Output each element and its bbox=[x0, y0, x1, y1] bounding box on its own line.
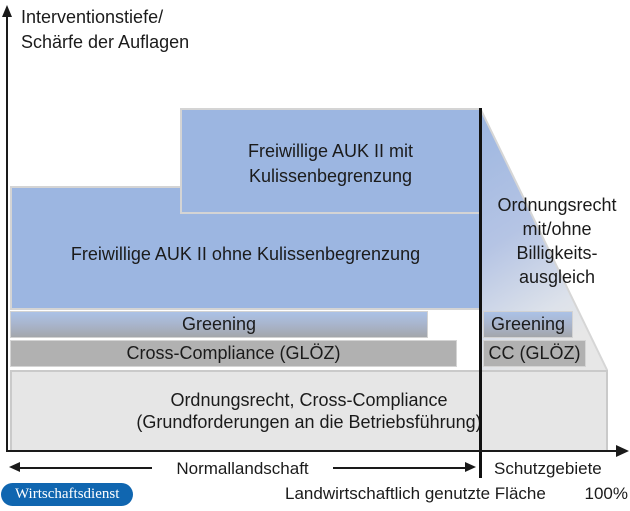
label-normallandschaft: Normallandschaft bbox=[176, 459, 309, 478]
ordnungsrecht-gradient-triangle bbox=[481, 110, 608, 372]
badge-wirtschaftsdienst: Wirtschaftsdienst bbox=[1, 483, 134, 506]
auk-ohne-label: Freiwillige AUK II ohne Kulissenbegrenzu… bbox=[70, 243, 421, 264]
ordnungsrecht-line3: Billigkeits- bbox=[516, 243, 598, 263]
y-axis-label: Interventionstiefe/ Schärfe der Auflagen bbox=[21, 5, 189, 55]
auk-mit-label-line2: Kulissenbegrenzung bbox=[248, 166, 413, 186]
bar-cross-compliance-left: Cross-Compliance (GLÖZ) bbox=[10, 340, 457, 367]
caption-flaeche: Landwirtschaftlich genutzte Fläche bbox=[285, 484, 546, 503]
label-schutzgebiete: Schutzgebiete bbox=[494, 459, 602, 478]
x-axis-line bbox=[6, 450, 618, 452]
bar-cc-right: CC (GLÖZ) bbox=[483, 340, 586, 367]
y-axis-label-line2: Schärfe der Auflagen bbox=[21, 32, 190, 52]
auk-mit-label-line1: Freiwillige AUK II mit bbox=[247, 141, 414, 161]
y-axis-line bbox=[6, 14, 8, 452]
x-axis-arrowhead-icon bbox=[616, 445, 629, 457]
normallandschaft-arrow-right-shaft bbox=[333, 467, 467, 469]
cross-compliance-label: Cross-Compliance (GLÖZ) bbox=[126, 343, 341, 363]
divider-line-schutzgebiete bbox=[479, 108, 482, 478]
ordnungsrecht-line4: ausgleich bbox=[518, 267, 596, 287]
x-axis-caption: Landwirtschaftlich genutzte Fläche 100% bbox=[285, 484, 628, 504]
greening-right-label: Greening bbox=[490, 314, 566, 334]
box-auk-mit-kulissenbegrenzung: Freiwillige AUK II mit Kulissenbegrenzun… bbox=[180, 108, 481, 214]
normallandschaft-arrow-right-icon bbox=[465, 462, 476, 472]
bar-greening-left: Greening bbox=[10, 311, 428, 338]
base-box-line2: (Grundforderungen an die Betriebsführung… bbox=[136, 412, 482, 432]
y-axis-label-line1: Interventionstiefe/ bbox=[21, 7, 164, 27]
normallandschaft-arrow-left-icon bbox=[9, 462, 20, 472]
ordnungsrecht-line1: Ordnungsrecht bbox=[497, 195, 617, 215]
label-ordnungsrecht-right: Ordnungsrecht mit/ohne Billigkeits- ausg… bbox=[484, 193, 630, 289]
greening-left-label: Greening bbox=[181, 314, 257, 334]
bar-greening-right: Greening bbox=[483, 311, 573, 338]
y-axis-arrowhead-icon bbox=[2, 5, 12, 17]
caption-100-percent: 100% bbox=[584, 484, 628, 503]
cc-right-label: CC (GLÖZ) bbox=[488, 343, 581, 363]
ordnungsrecht-line2: mit/ohne bbox=[522, 219, 592, 239]
normallandschaft-arrow-left-shaft bbox=[18, 467, 152, 469]
base-box-line1: Ordnungsrecht, Cross-Compliance bbox=[170, 390, 448, 410]
box-base-ordnungsrecht: Ordnungsrecht, Cross-Compliance (Grundfo… bbox=[10, 370, 608, 452]
